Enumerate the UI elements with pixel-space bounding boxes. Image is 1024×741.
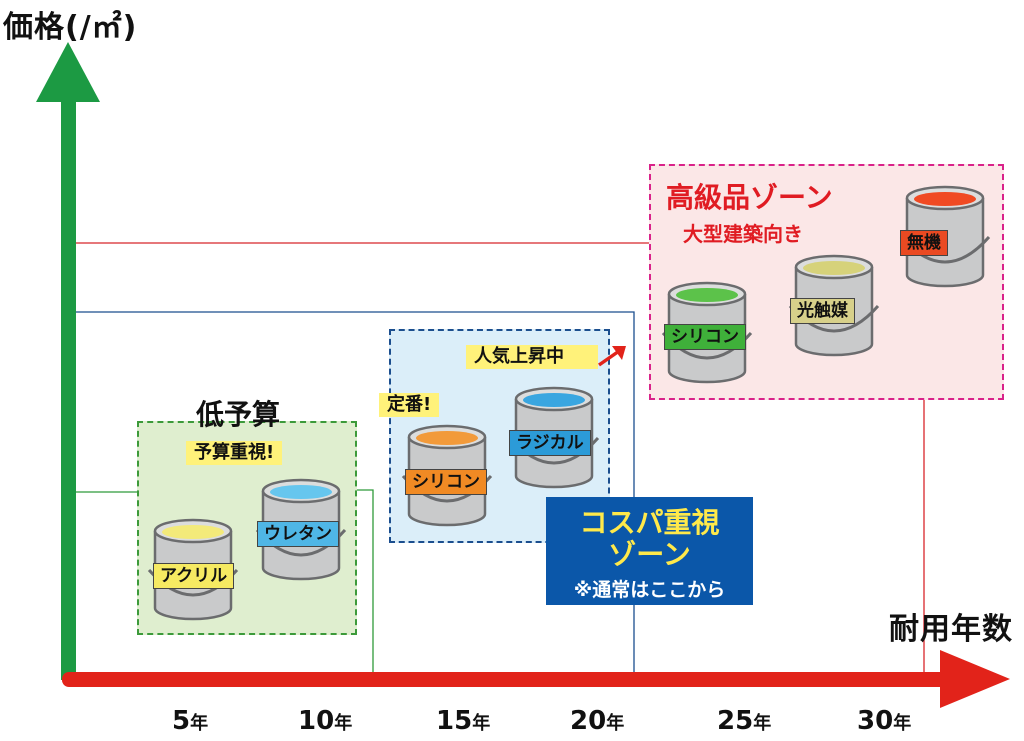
budget-priority-tag: 予算重視!	[186, 441, 283, 465]
tick-5-years: 5年	[172, 706, 209, 736]
premium-zone-subtitle: 大型建築向き	[683, 222, 803, 246]
can-label-radical: ラジカル	[509, 430, 591, 456]
standard-tag: 定番!	[379, 393, 440, 417]
tick-10-years: 10年	[298, 706, 353, 736]
trending-tag: 人気上昇中	[466, 345, 598, 369]
can-label-photocatalyst: 光触媒	[790, 298, 855, 324]
rising-arrow-icon	[598, 346, 626, 367]
paint-can-urethane	[255, 478, 347, 581]
cospa-box-line1: コスパ重視	[579, 506, 720, 539]
x-axis-label: 耐用年数	[889, 612, 1013, 647]
tick-20-years: 20年	[570, 706, 625, 736]
can-label-inorganic: 無機	[900, 230, 948, 256]
tick-15-years: 15年	[436, 706, 491, 736]
can-label-silicone-premium: シリコン	[664, 324, 746, 350]
can-label-acrylic: アクリル	[153, 563, 235, 589]
low-budget-title: 低予算	[196, 398, 281, 431]
premium-zone-title: 高級品ゾーン	[666, 181, 833, 214]
cospa-box-line2: ゾーン	[608, 538, 691, 571]
trending-tag-label: 人気上昇中	[474, 346, 564, 367]
cospa-box-note: ※通常はここから	[573, 579, 726, 601]
low-price-line	[68, 489, 374, 672]
y-axis-arrow	[36, 42, 100, 680]
cospa-zone-box: コスパ重視 ゾーン ※通常はここから	[546, 497, 753, 605]
x-axis-arrow	[62, 650, 1010, 708]
y-axis-label: 価格(/㎡)	[3, 10, 138, 45]
can-label-urethane: ウレタン	[257, 521, 339, 547]
tick-30-years: 30年	[857, 706, 912, 736]
can-label-silicone-standard: シリコン	[405, 469, 487, 495]
tick-25-years: 25年	[717, 706, 772, 736]
high-price-line	[68, 242, 925, 672]
